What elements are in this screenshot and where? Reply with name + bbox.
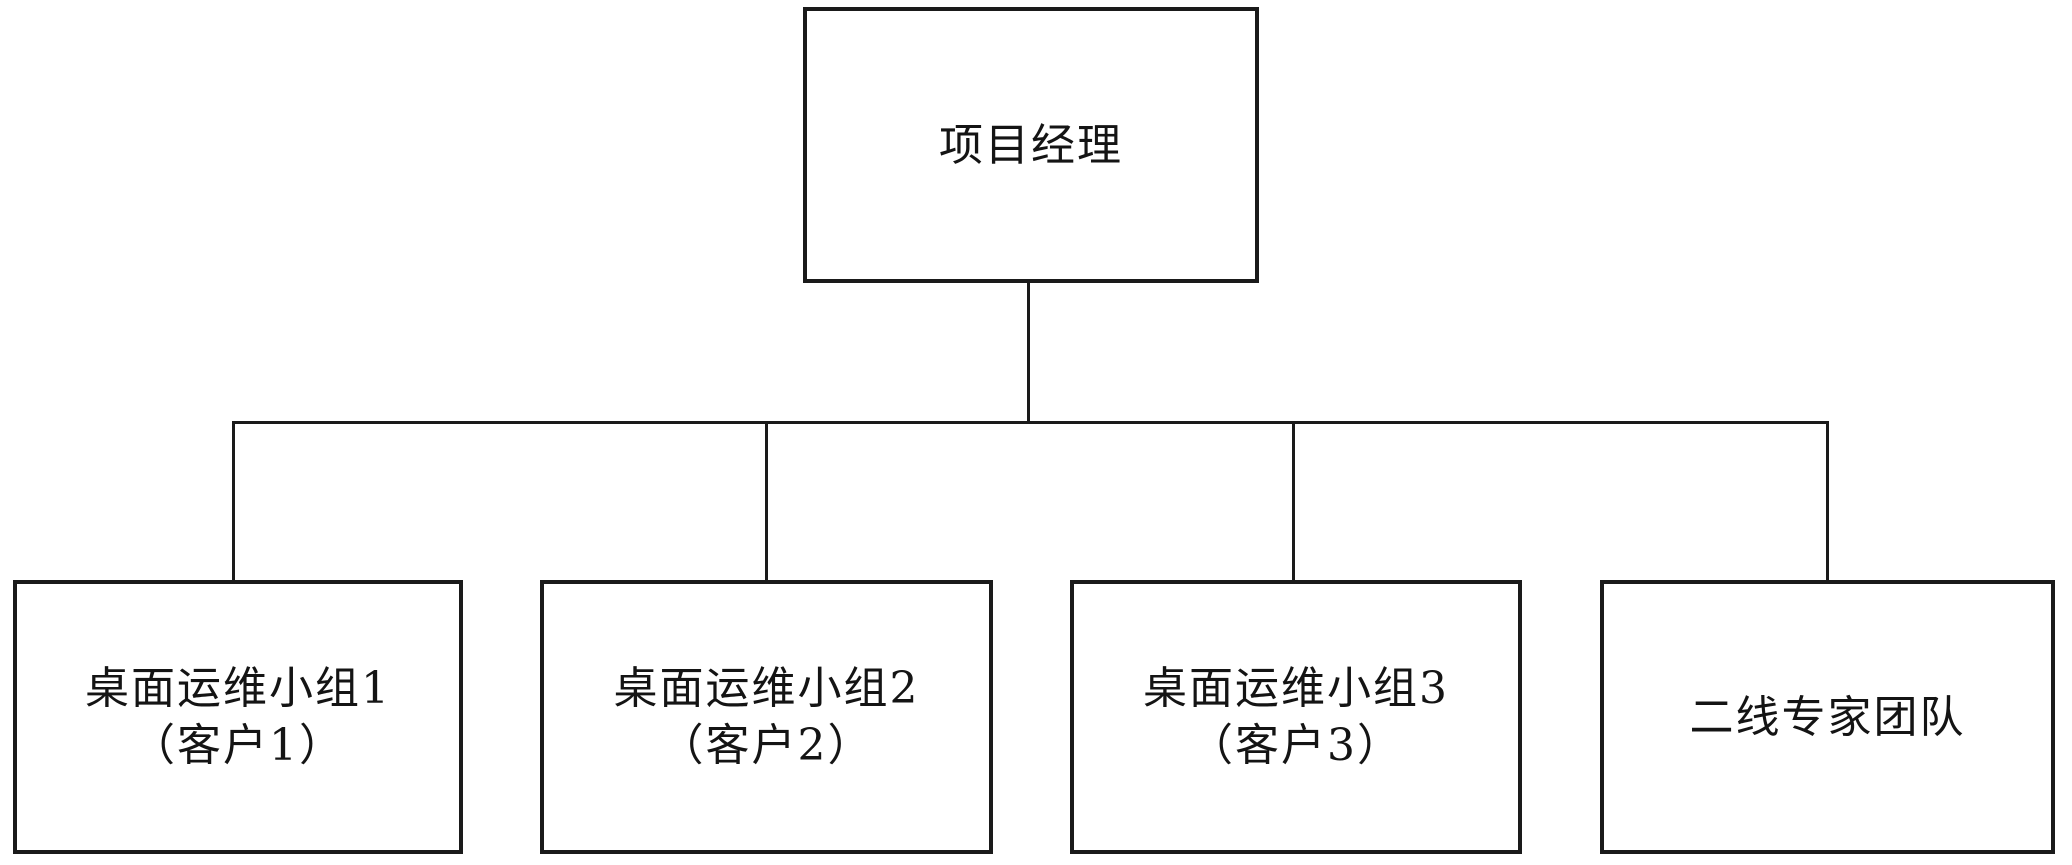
connector-drop-team1: [232, 421, 235, 580]
node-label-line2: （客户1）: [131, 720, 345, 771]
connector-horizontal-rail: [232, 421, 1829, 424]
node-label-line2: （客户2）: [659, 720, 874, 771]
node-project-manager: 项目经理: [803, 7, 1259, 283]
connector-root-stem: [1027, 283, 1030, 422]
connector-drop-expert-team: [1826, 421, 1829, 580]
node-desktop-ops-team-3: 桌面运维小组3 （客户3）: [1070, 580, 1522, 854]
node-desktop-ops-team-2: 桌面运维小组2 （客户2）: [540, 580, 993, 854]
connector-drop-team2: [765, 421, 768, 580]
node-label-line1: 二线专家团队: [1689, 691, 1966, 743]
node-desktop-ops-team-1: 桌面运维小组1 （客户1）: [13, 580, 463, 854]
node-label-line2: （客户3）: [1189, 720, 1403, 771]
connector-drop-team3: [1292, 421, 1295, 580]
node-label-line1: 桌面运维小组2: [613, 663, 920, 714]
node-label: 项目经理: [939, 119, 1123, 171]
node-second-line-expert-team: 二线专家团队: [1600, 580, 2055, 854]
node-label-line1: 桌面运维小组3: [1143, 663, 1449, 714]
node-label-line1: 桌面运维小组1: [85, 663, 391, 714]
